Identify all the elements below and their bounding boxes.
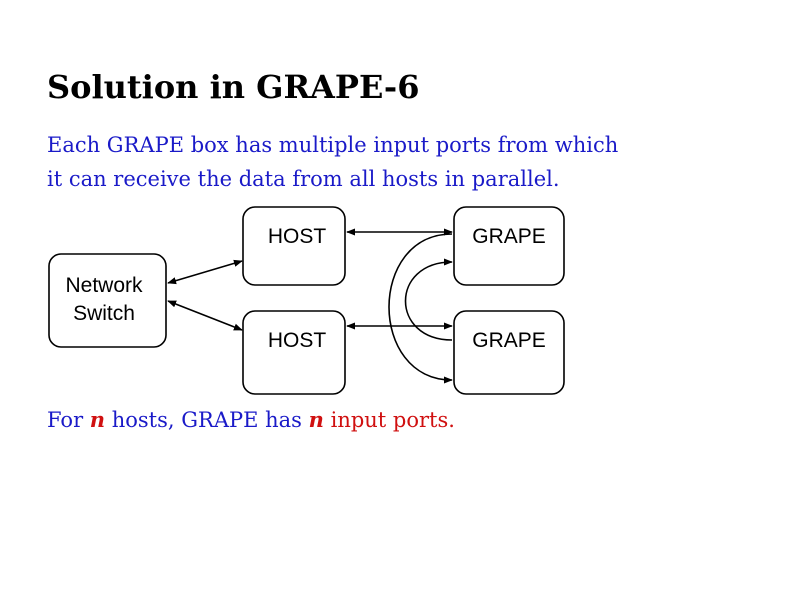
host-box-top: [242, 206, 346, 286]
host-label-top: HOST: [268, 225, 327, 248]
arrow-switch-host-top: [167, 259, 243, 285]
arrow-host-top-to-grape-bottom: [388, 233, 453, 384]
page-title: Solution in GRAPE-6: [47, 68, 420, 106]
footer-part-1: For: [47, 408, 90, 432]
grape-label-bottom: GRAPE: [472, 329, 546, 352]
host-label-bottom: HOST: [268, 329, 327, 352]
intro-line-1: Each GRAPE box has multiple input ports …: [47, 133, 619, 157]
network-switch-label-line-1: Network: [65, 274, 143, 297]
arrow-switch-host-bottom: [167, 300, 243, 331]
grape-box-top: [453, 206, 565, 286]
arrow-host-bottom-to-grape-top: [404, 258, 453, 341]
grape-label-top: GRAPE: [472, 225, 546, 248]
intro-text: Each GRAPE box has multiple input ports …: [47, 128, 618, 196]
network-switch-box: [48, 253, 167, 348]
intro-line-2: it can receive the data from all hosts i…: [47, 167, 560, 191]
host-box-bottom: [242, 310, 346, 395]
footer-part-2: hosts, GRAPE has: [105, 408, 309, 432]
footer-part-3: input ports.: [323, 408, 455, 432]
grape-box-bottom: [453, 310, 565, 395]
footer-var-n-2: n: [308, 407, 324, 432]
network-switch-label-line-2: Switch: [73, 302, 135, 325]
footer-text: For n hosts, GRAPE has n input ports.: [47, 407, 455, 432]
footer-var-n-1: n: [89, 407, 106, 432]
